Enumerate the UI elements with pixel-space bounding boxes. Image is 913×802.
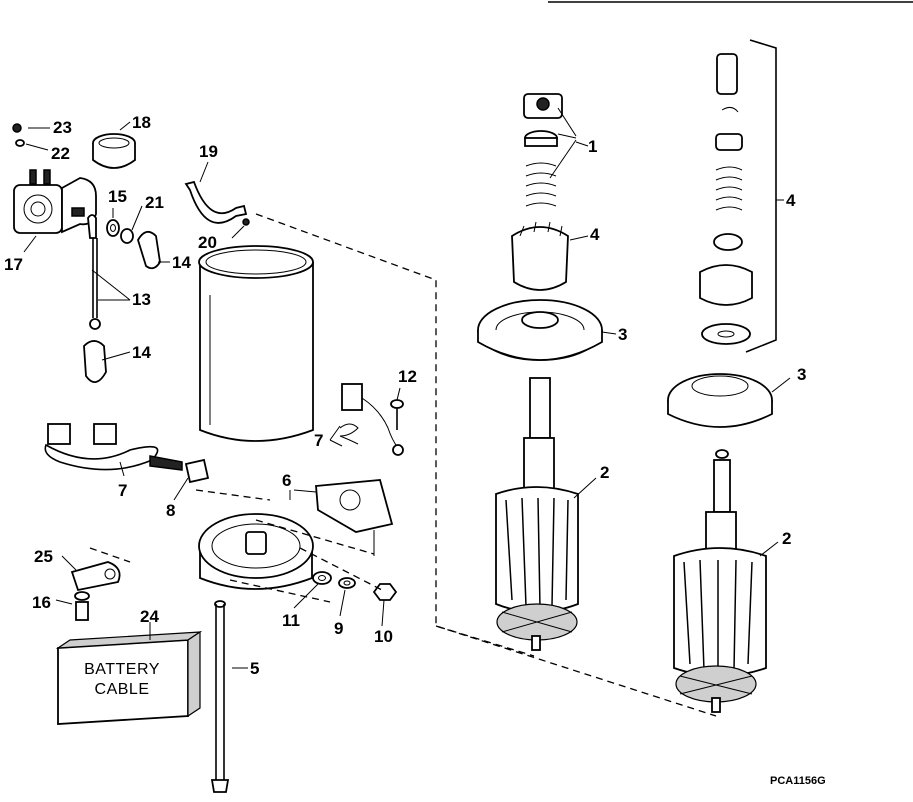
callout-7-bottom: 7 (118, 481, 127, 500)
battery-cable-box: BATTERY CABLE (55, 630, 203, 725)
washer-9 (338, 577, 356, 589)
callout-19: 19 (199, 142, 218, 161)
boot-14-top (137, 230, 161, 270)
armature-2-left (495, 377, 579, 651)
cable-13 (87, 214, 101, 330)
clip-8 (184, 458, 210, 484)
callout-4-left: 4 (590, 225, 600, 244)
callout-3-right: 3 (797, 365, 806, 384)
brush-plate-6 (315, 479, 394, 533)
guide-line-bolt (229, 579, 331, 603)
solenoid (13, 169, 97, 234)
washer-22 (15, 139, 25, 147)
callout-numbers: 23 22 18 15 21 14 13 14 17 19 20 1 4 3 4… (4, 113, 806, 678)
callout-15: 15 (108, 187, 127, 206)
callout-14-bottom: 14 (132, 343, 151, 362)
callout-14-top: 14 (172, 253, 191, 272)
callout-1: 1 (588, 137, 597, 156)
screw-16 (74, 591, 90, 621)
end-cap (198, 513, 314, 590)
pinion-stack-right (699, 53, 753, 345)
battery-box-line-2: CABLE (95, 681, 150, 698)
battery-box-line-1: BATTERY (84, 661, 160, 678)
callout-12: 12 (398, 367, 417, 386)
leader-lines (23, 107, 791, 669)
nut-21 (120, 228, 134, 244)
callout-6: 6 (282, 471, 291, 490)
callout-20: 20 (198, 233, 217, 252)
end-plate-3-left (477, 299, 603, 361)
callout-4-right: 4 (786, 191, 796, 210)
callout-11: 11 (282, 611, 300, 630)
callout-5: 5 (250, 659, 259, 678)
armature-2-right (673, 449, 767, 713)
pinion-stack-left (511, 93, 569, 291)
frame-housing (198, 245, 314, 442)
bolt-5 (210, 600, 230, 793)
callout-22: 22 (51, 144, 70, 163)
callout-13: 13 (132, 290, 151, 309)
callout-25: 25 (34, 547, 53, 566)
callout-17: 17 (4, 255, 23, 274)
callout-16: 16 (32, 593, 51, 612)
callout-7-top: 7 (314, 431, 323, 450)
washer-15 (106, 219, 120, 237)
guide-line-end-cap (299, 547, 383, 591)
guide-line-brush-plate (255, 519, 375, 555)
callout-2-left: 2 (600, 463, 609, 482)
guide-line-terminal (89, 547, 131, 563)
guide-line-clip (195, 489, 271, 501)
callout-2-right: 2 (782, 529, 791, 548)
callout-8: 8 (166, 501, 175, 520)
callout-18: 18 (132, 113, 151, 132)
terminal-25 (70, 561, 121, 592)
reference-code: PCA1156G (770, 775, 826, 787)
boot-14-bottom (83, 340, 107, 383)
guide-line-frame-to-armature (255, 213, 535, 657)
callout-10: 10 (374, 627, 393, 646)
callout-24: 24 (140, 607, 159, 626)
bracket-line-4 (745, 39, 777, 353)
guide-line-frame-to-armature-right (435, 625, 717, 717)
callout-23: 23 (53, 118, 72, 137)
nut-23 (12, 123, 22, 133)
washer-11 (312, 571, 332, 585)
brush-assembly-7 (44, 383, 404, 471)
callout-21: 21 (145, 193, 164, 212)
end-plate-3-right (667, 373, 773, 428)
cover-18 (92, 133, 136, 169)
callout-9: 9 (334, 619, 343, 638)
bracket-19 (184, 180, 250, 226)
nut-10 (372, 583, 398, 601)
callout-3-left: 3 (618, 325, 627, 344)
screw-12 (390, 399, 404, 430)
